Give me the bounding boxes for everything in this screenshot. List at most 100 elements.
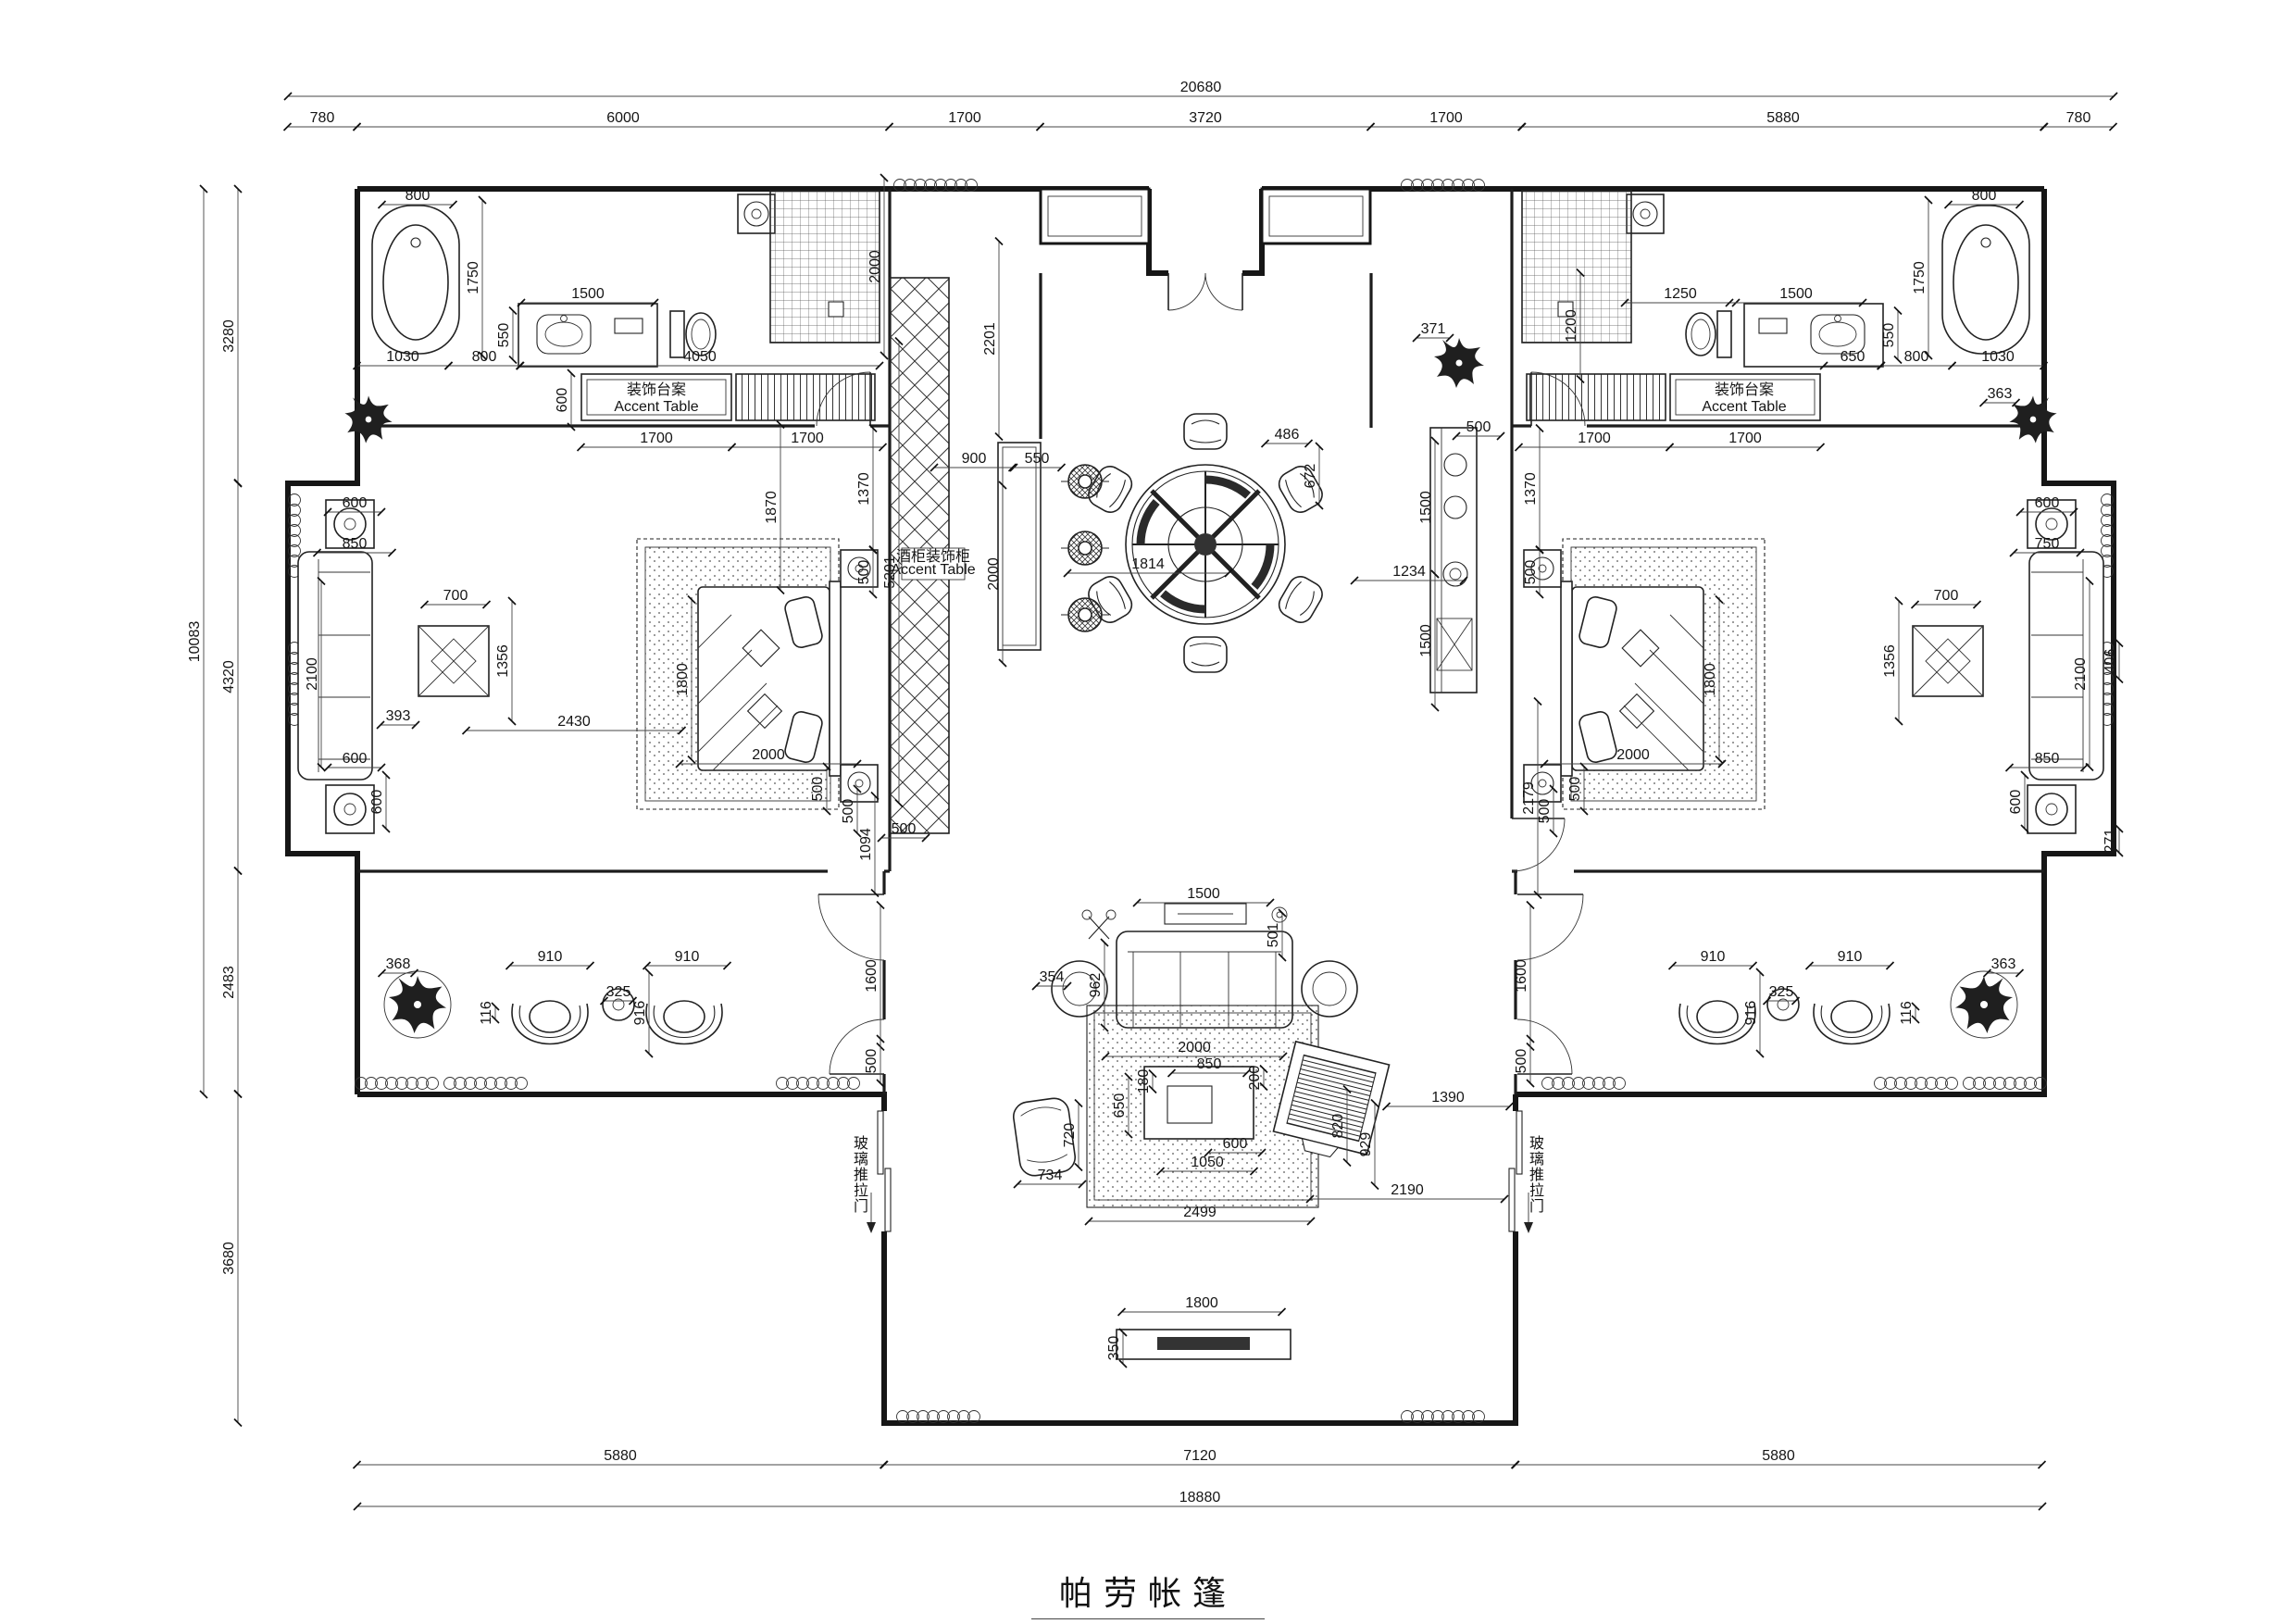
- dim-label: 1370: [1523, 423, 1544, 555]
- dining-chair: [1183, 636, 1228, 673]
- dim-label: 500: [1567, 762, 1589, 816]
- dim-label: 1500: [517, 286, 659, 307]
- console-table: [997, 442, 1042, 651]
- svg-text:500: 500: [892, 821, 917, 837]
- svg-text:1356: 1356: [495, 644, 511, 678]
- dim-label: 550: [496, 306, 518, 365]
- svg-text:1800: 1800: [675, 663, 691, 696]
- dim-label: 501: [1266, 908, 1287, 962]
- decor-coffee-table: [418, 625, 490, 697]
- dim-label: 2000: [675, 747, 862, 768]
- svg-text:850: 850: [2035, 751, 2060, 767]
- svg-text:371: 371: [1421, 321, 1446, 337]
- svg-text:486: 486: [1275, 427, 1300, 443]
- svg-text:1700: 1700: [640, 431, 673, 446]
- center-zone: [889, 179, 1566, 872]
- dim-label: 1030: [1947, 349, 2049, 370]
- dim-label: 910: [1667, 949, 1758, 970]
- dim-label: 2000: [1101, 1040, 1288, 1061]
- junction-doors: [817, 893, 885, 1075]
- dim-label: 734: [1013, 1168, 1087, 1189]
- svg-text:1700: 1700: [791, 431, 824, 446]
- svg-text:363: 363: [1991, 956, 2016, 972]
- svg-text:600: 600: [2008, 790, 2024, 815]
- svg-text:850: 850: [1197, 1056, 1222, 1072]
- bar-counter: [1429, 427, 1478, 693]
- dim-label: 3280: [221, 184, 243, 488]
- svg-text:1500: 1500: [571, 286, 605, 302]
- nightstand: [840, 549, 879, 803]
- dim-label: 363: [1982, 956, 2025, 978]
- dim-label: 3720: [1035, 110, 1376, 131]
- svg-text:2000: 2000: [1178, 1040, 1211, 1056]
- dim-label: 916: [1743, 968, 1765, 1058]
- svg-text:550: 550: [1881, 323, 1897, 348]
- curtain-coil: [776, 1077, 860, 1090]
- dim-label: 5880: [1510, 1448, 2047, 1469]
- planter-bowl: [1060, 531, 1110, 566]
- svg-text:368: 368: [386, 956, 411, 972]
- svg-text:600: 600: [369, 790, 385, 815]
- accent-table-label-en: Accent Table: [614, 399, 698, 415]
- dim-label: 1800: [1703, 594, 1724, 765]
- drawing-title: 帕劳帐篷: [1030, 1567, 1266, 1619]
- svg-text:500: 500: [1466, 419, 1491, 435]
- dim-label: 1700: [884, 110, 1045, 131]
- svg-text:18880: 18880: [1179, 1490, 1221, 1505]
- svg-text:800: 800: [1972, 188, 1997, 204]
- dim-label: 500: [877, 821, 930, 843]
- entry-closet-inner: [1268, 195, 1364, 237]
- svg-text:1200: 1200: [1564, 309, 1579, 343]
- dim-label: 2190: [1305, 1182, 1509, 1204]
- dim-label: 393: [376, 708, 420, 730]
- bathroom-door: [816, 371, 871, 427]
- dim-label: 371: [1412, 321, 1454, 343]
- dim-label: 1250: [1620, 286, 1741, 307]
- dim-label: 10083: [187, 184, 208, 1099]
- dim-label: 2100: [305, 576, 326, 772]
- dim-label: 500: [841, 784, 862, 838]
- dim-label: 4050: [516, 349, 884, 370]
- svg-text:1814: 1814: [1131, 556, 1165, 572]
- dim-label: 180: [1136, 1069, 1157, 1093]
- dim-label: 910: [1804, 949, 1895, 970]
- vanity-counter: [518, 303, 658, 368]
- svg-text:2000: 2000: [1616, 747, 1650, 763]
- svg-text:900: 900: [962, 451, 987, 467]
- dim-label: 910: [642, 949, 732, 970]
- dim-label: 2179: [1521, 696, 1542, 900]
- dim-label: 500: [856, 545, 878, 599]
- svg-text:1500: 1500: [1187, 886, 1220, 902]
- svg-text:916: 916: [1743, 1001, 1759, 1026]
- svg-text:玻璃推拉门: 玻璃推拉门: [1529, 1135, 1544, 1215]
- svg-text:5201: 5201: [882, 556, 898, 589]
- svg-text:1356: 1356: [1882, 644, 1898, 678]
- side-table: [325, 784, 375, 834]
- svg-text:2000: 2000: [752, 747, 785, 763]
- svg-text:1370: 1370: [856, 472, 872, 506]
- dim-label: 1700: [576, 431, 737, 452]
- radiator-cabinet: [735, 373, 876, 421]
- glass-sliding-door: [867, 1110, 892, 1233]
- svg-text:650: 650: [1841, 349, 1866, 365]
- svg-text:1500: 1500: [1779, 286, 1813, 302]
- dim-label: 6000: [352, 110, 894, 131]
- dim-label: 1600: [1514, 900, 1535, 1052]
- svg-text:3680: 3680: [221, 1242, 237, 1275]
- dim-label: 500: [1452, 419, 1505, 441]
- entry-closet: [1260, 187, 1372, 245]
- dim-label: 1500: [1418, 569, 1440, 712]
- svg-text:116: 116: [1899, 1001, 1915, 1025]
- dim-label: 850: [2004, 751, 2090, 772]
- svg-text:Accent Table: Accent Table: [614, 399, 698, 415]
- svg-text:2483: 2483: [221, 966, 237, 999]
- svg-text:800: 800: [406, 188, 430, 204]
- dining-chair: [1183, 413, 1228, 450]
- svg-text:装饰台案: 装饰台案: [1715, 381, 1774, 398]
- svg-text:910: 910: [675, 949, 700, 965]
- svg-text:500: 500: [1567, 777, 1583, 802]
- sofa-side-table: [1301, 960, 1358, 1018]
- dim-label: 600: [369, 770, 391, 833]
